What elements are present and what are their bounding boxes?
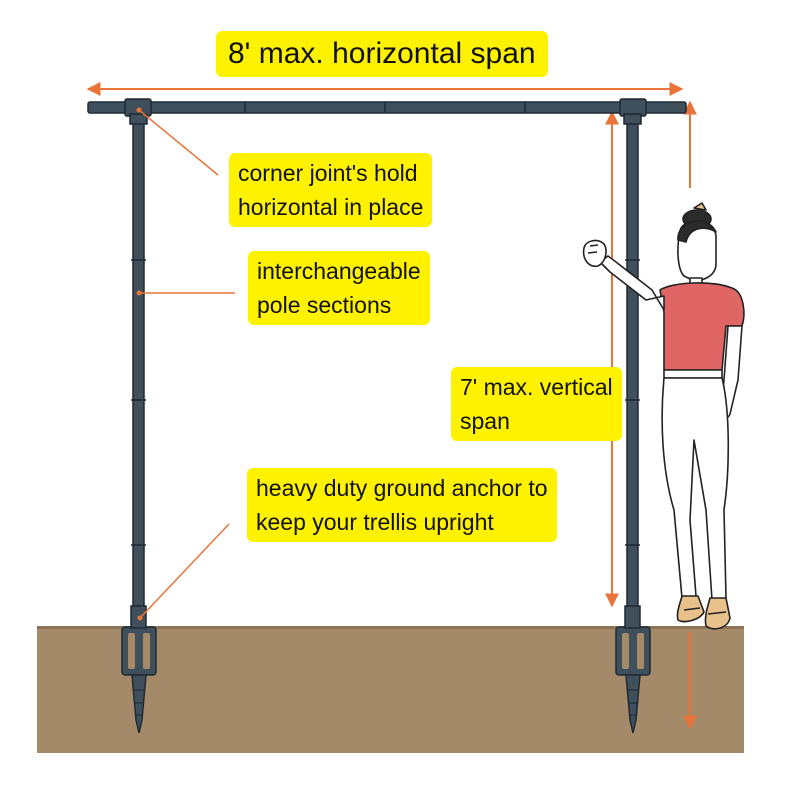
- right-ground-anchor: [615, 626, 651, 734]
- corner-joint-leader-dot: [136, 107, 142, 113]
- corner-joint-leader: [138, 109, 219, 176]
- pole-sections-label: interchangeable pole sections: [248, 251, 430, 325]
- corner-joint-text-line-1: corner joint's hold: [238, 160, 418, 186]
- vertical-span-text-line-1: 7' max. vertical: [460, 374, 613, 400]
- right-corner-joint: [619, 98, 647, 125]
- vertical-span-label: 7' max. vertical span: [451, 367, 622, 441]
- left-pole: [130, 114, 147, 629]
- left-corner-joint: [124, 98, 152, 125]
- corner-joint-label: corner joint's hold horizontal in place: [229, 153, 433, 227]
- vertical-span-text-line-2: span: [460, 408, 510, 434]
- horizontal-bar: [87, 101, 687, 114]
- ground-anchor-text-line-1: heavy duty ground anchor to: [256, 475, 548, 501]
- corner-joint-text-line-2: horizontal in place: [238, 194, 424, 220]
- right-pole: [624, 114, 641, 629]
- pole-sections-text-line-1: interchangeable: [257, 258, 421, 284]
- ground-anchor-text-line-2: keep your trellis upright: [256, 509, 494, 535]
- pole-sections-text-line-2: pole sections: [257, 292, 392, 318]
- left-ground-anchor: [121, 626, 157, 734]
- ground-surface-line: [37, 626, 744, 629]
- ground-anchor-leader-dot: [137, 615, 143, 621]
- horizontal-span-text: 8' max. horizontal span: [228, 37, 536, 70]
- person-figure: [582, 202, 745, 630]
- horizontal-span-label: 8' max. horizontal span: [216, 31, 548, 77]
- ground-anchor-leader: [139, 523, 230, 619]
- ground-anchor-label: heavy duty ground anchor to keep your tr…: [247, 468, 557, 542]
- pole-sections-leader-dot: [136, 290, 142, 296]
